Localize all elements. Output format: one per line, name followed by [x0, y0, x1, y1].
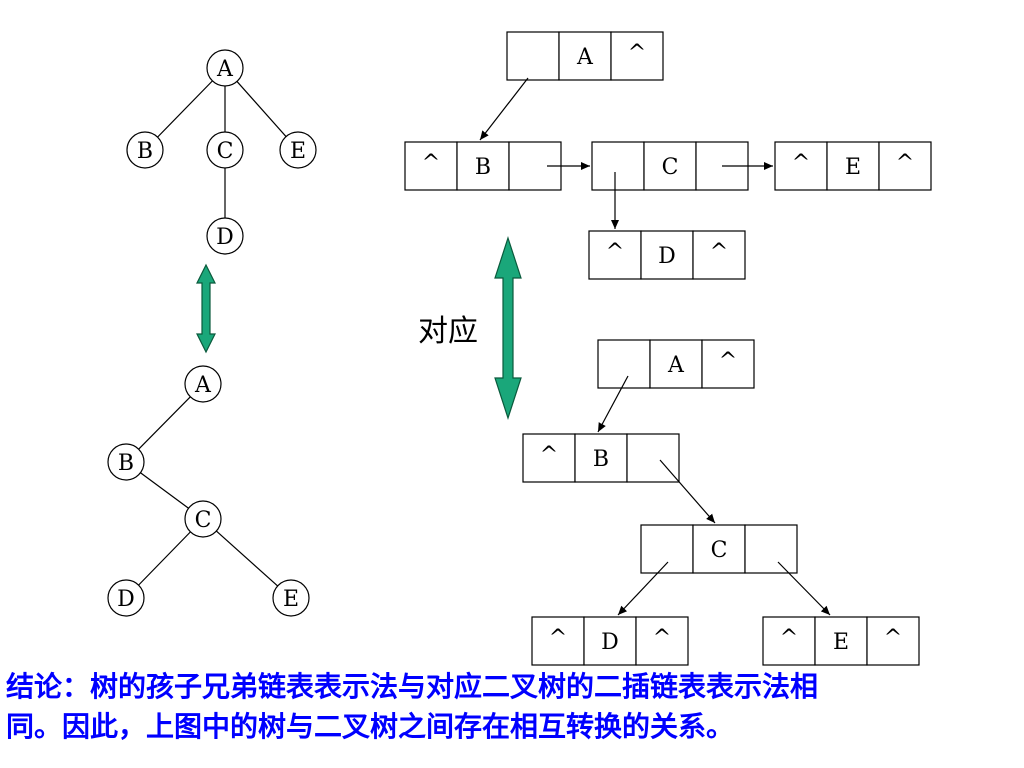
binlist-record-A-cell-2 [701, 339, 755, 389]
btree-node-label-B: B [118, 451, 134, 476]
binlist-link-B-C [659, 459, 716, 524]
gtree-node-label-C: C [217, 139, 234, 164]
binlist-record-D-null-marker: ^ [653, 626, 671, 651]
cslist-record-C-data-label: C [662, 155, 679, 180]
gtree-node-label-A: A [216, 57, 234, 82]
btree-node-label-E: E [283, 587, 299, 612]
cslist-record-B-cell-0 [404, 141, 458, 191]
cslist-record-E-data-label: E [845, 155, 861, 180]
cslist-record-E-null-marker: ^ [896, 151, 914, 176]
cslist-record-A-cell-2 [610, 31, 664, 81]
binlist-record-B-data-label: B [593, 447, 609, 472]
cslist-record-B-data-label: B [475, 155, 491, 180]
gtree-node-C [206, 131, 244, 169]
binlist-record-B-cell-0 [522, 433, 576, 483]
cslist-record-D-cell-2 [692, 230, 746, 280]
cslist-record-E-cell-0 [774, 141, 828, 191]
binlist-link-C-E [777, 561, 831, 616]
binlist-record-A-null-marker: ^ [719, 349, 737, 374]
btree-node-label-C: C [195, 508, 212, 533]
cslist-record-C-cell-0 [591, 141, 645, 191]
btree-edge-C-E [215, 530, 279, 587]
binlist-record-E-cell-2 [866, 616, 920, 666]
binlist-record-B-null-marker: ^ [540, 443, 558, 468]
conclusion-line-1: 结论：树的孩子兄弟链表表示法与对应二叉树的二插链表表示法相 [6, 670, 819, 703]
gtree-node-label-D: D [216, 225, 234, 250]
gtree-node-label-B: B [137, 139, 153, 164]
cslist-record-A-cell-0 [506, 31, 560, 81]
binlist-link-A-B [597, 375, 629, 433]
cslist-record-D-cell-1 [640, 230, 694, 280]
gtree-node-label-E: E [290, 139, 306, 164]
binlist-link-C-D [617, 561, 669, 616]
binlist-record-E-cell-0 [762, 616, 816, 666]
binary-linked-list: A ^ ^ B C ^ D ^ ^ E ^ [522, 339, 920, 666]
binlist-record-E-null-marker: ^ [780, 626, 798, 651]
gtree-edge-A-E [236, 81, 287, 137]
binlist-record-D-cell-1 [583, 616, 637, 666]
binlist-record-D-cell-0 [531, 616, 585, 666]
binlist-record-D-data-label: D [601, 630, 619, 655]
gtree-edge-A-B [157, 80, 213, 138]
conclusion-text: 结论：树的孩子兄弟链表表示法与对应二叉树的二插链表表示法相 同。因此，上图中的树… [6, 667, 1018, 747]
cslist-record-C-cell-1 [643, 141, 697, 191]
btree-node-A [184, 365, 222, 403]
btree-edge-A-B [138, 396, 191, 450]
list-correspond-double-arrow [494, 236, 522, 420]
cslist-record-A-cell-1 [558, 31, 612, 81]
cslist-record-E-cell-2 [878, 141, 932, 191]
cslist-record-B-cell-1 [456, 141, 510, 191]
binary-tree: A B C D E [107, 365, 310, 617]
correspond-label: 对应 [418, 314, 478, 349]
binlist-record-D-cell-2 [635, 616, 689, 666]
btree-edge-C-D [138, 531, 191, 586]
cslist-record-D-null-marker: ^ [710, 240, 728, 265]
correspondence-arrows [196, 236, 522, 420]
cslist-record-A-data-label: A [576, 45, 594, 70]
btree-node-D [107, 579, 145, 617]
gtree-node-B [126, 131, 164, 169]
cslist-link-A-B [479, 77, 529, 141]
btree-node-B [107, 443, 145, 481]
binlist-record-C-cell-0 [640, 524, 694, 574]
conclusion-line-2: 同。因此，上图中的树与二叉树之间存在相互转换的关系。 [6, 710, 735, 743]
general-tree: A B C E D [126, 49, 317, 255]
cslist-record-E-null-marker: ^ [792, 151, 810, 176]
gtree-node-D [206, 217, 244, 255]
cslist-record-D-null-marker: ^ [606, 240, 624, 265]
child-sibling-linked-list: A ^ ^ B C ^ E ^ ^ D ^ [404, 31, 932, 280]
cslist-record-D-data-label: D [658, 244, 676, 269]
binlist-record-E-null-marker: ^ [884, 626, 902, 651]
cslist-record-B-null-marker: ^ [422, 151, 440, 176]
binlist-record-D-null-marker: ^ [549, 626, 567, 651]
binlist-record-C-cell-1 [692, 524, 746, 574]
binlist-record-A-cell-0 [597, 339, 651, 389]
cslist-record-A-null-marker: ^ [628, 41, 646, 66]
binlist-record-B-cell-1 [574, 433, 628, 483]
tree-correspond-double-arrow [196, 263, 216, 354]
btree-node-label-A: A [194, 373, 212, 398]
btree-node-label-D: D [117, 587, 135, 612]
gtree-node-A [206, 49, 244, 87]
gtree-node-E [279, 131, 317, 169]
cslist-record-D-cell-0 [588, 230, 642, 280]
btree-node-E [272, 579, 310, 617]
binlist-record-B-cell-2 [626, 433, 680, 483]
btree-node-C [184, 500, 222, 538]
binlist-record-C-data-label: C [711, 538, 728, 563]
binlist-record-C-cell-2 [744, 524, 798, 574]
btree-edge-B-C [140, 472, 189, 509]
binlist-record-A-data-label: A [667, 353, 685, 378]
binlist-record-E-data-label: E [833, 630, 849, 655]
